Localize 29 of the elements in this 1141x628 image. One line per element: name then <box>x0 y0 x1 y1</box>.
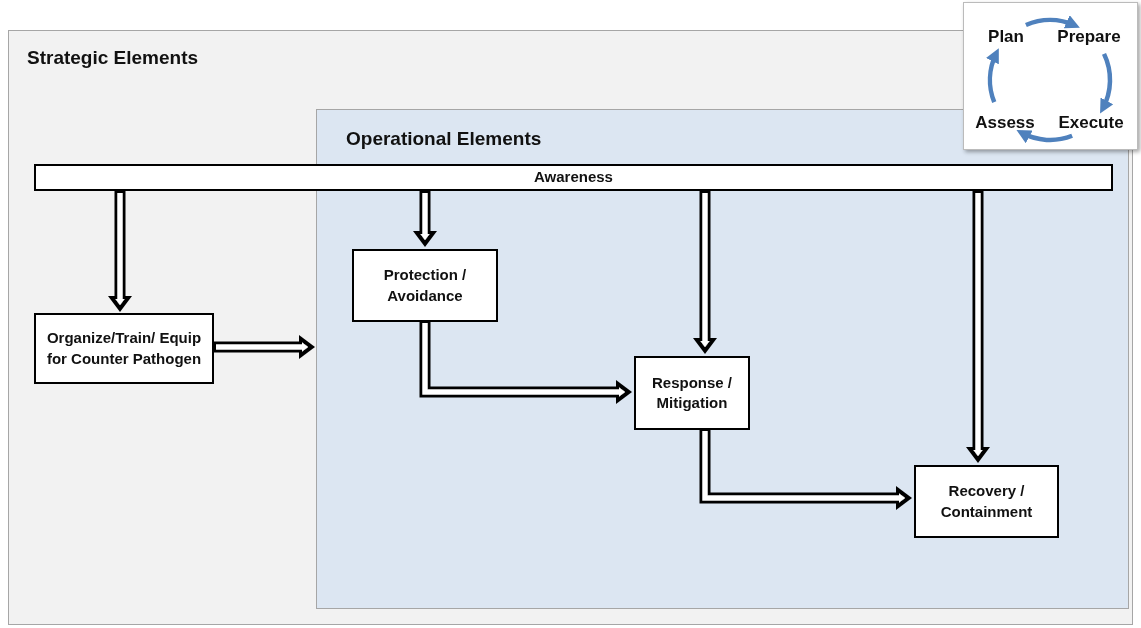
panel-title: Operational Elements <box>346 128 542 150</box>
cycle-arrow <box>1016 129 1073 143</box>
strategic-panel <box>8 30 1133 625</box>
cycle-arrow <box>1099 53 1113 114</box>
cycle-arrow <box>986 48 1000 103</box>
block-arrow <box>966 190 990 463</box>
process-box <box>634 356 750 430</box>
cycle-step-label: Execute <box>1048 112 1134 134</box>
box-label: Recovery / Containment <box>939 481 1034 522</box>
awareness-bar <box>34 164 1113 191</box>
process-box <box>34 313 214 384</box>
cycle-arrow <box>1025 15 1080 29</box>
box-label: Protection / Avoidance <box>382 265 468 306</box>
process-box <box>352 249 498 322</box>
block-arrow <box>108 190 132 312</box>
box-label: Organize/Train/ Equip for Counter Pathogen <box>45 328 203 369</box>
cycle-step-label: Assess <box>966 112 1044 134</box>
box-label: Response / Mitigation <box>651 372 733 413</box>
bar-label: Awareness <box>533 167 614 188</box>
block-arrow <box>419 320 632 404</box>
block-arrow <box>413 190 437 247</box>
operational-panel <box>316 109 1129 609</box>
block-arrow <box>693 190 717 354</box>
cycle-step-label: Prepare <box>1046 26 1132 48</box>
panel-title: Strategic Elements <box>27 47 199 69</box>
block-arrow <box>699 428 912 510</box>
process-box <box>914 465 1059 538</box>
cycle-step-label: Plan <box>980 26 1032 48</box>
block-arrow <box>213 335 315 359</box>
